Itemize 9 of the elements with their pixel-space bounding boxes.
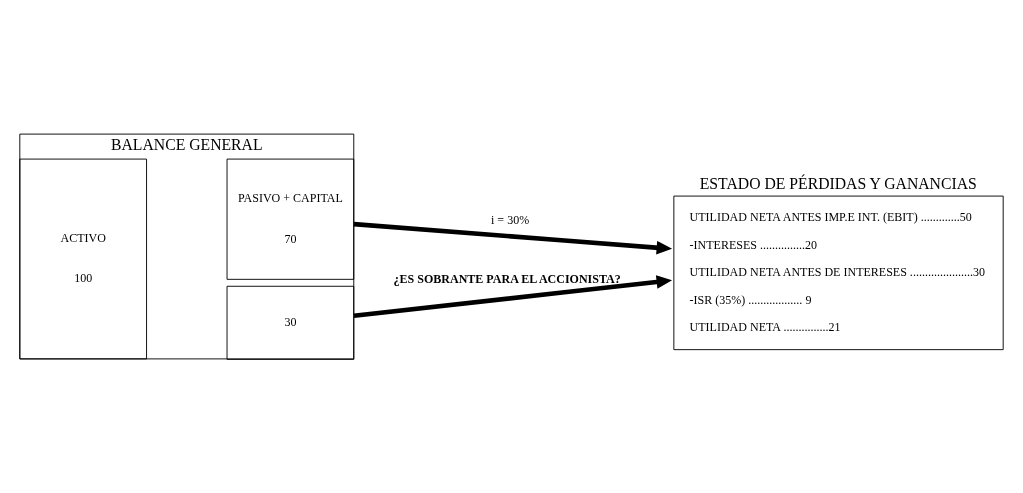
- edge-label: i = 30%: [491, 213, 530, 228]
- edge-label: ¿ES SOBRANTE PARA EL ACCIONISTA?: [393, 272, 621, 287]
- arrow: [353, 221, 673, 255]
- node-box: ACTIVO 100: [19, 158, 147, 360]
- node-box: UTILIDAD NETA ANTES IMP.E INT. (EBIT) .............50 -INTERESES ...............20 UTILIDAD NETA ANTES DE INTERESES .....................30 -ISR (35%) .................. 9 UTILIDAD NETA ...............21: [673, 195, 1004, 351]
- node-box: PASIVO + CAPITAL 70: [226, 158, 355, 280]
- arrow: [353, 275, 673, 319]
- node-box: 30: [226, 285, 355, 360]
- node-label: ESTADO DE PÉRDIDAS Y GANANCIAS: [699, 175, 977, 193]
